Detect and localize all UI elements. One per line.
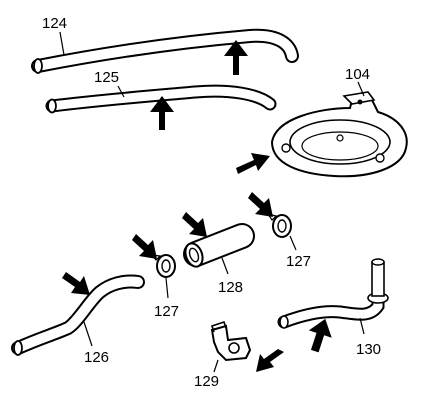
arrow-icon-127-left xyxy=(132,234,157,259)
leader-125 xyxy=(117,85,125,98)
hose-125 xyxy=(45,84,277,114)
arrow-icon-127-right xyxy=(248,192,273,217)
housing-104 xyxy=(270,91,408,178)
leader-129 xyxy=(213,359,219,373)
label-127-left: 127 xyxy=(154,303,179,320)
leader-127-left xyxy=(165,277,169,299)
arrow-icon-128 xyxy=(182,212,207,237)
label-126: 126 xyxy=(84,349,109,366)
arrow-icon-126 xyxy=(62,272,90,295)
hose-124 xyxy=(31,28,299,74)
clamp-127-right xyxy=(266,213,292,238)
label-130: 130 xyxy=(356,341,381,358)
leader-128 xyxy=(221,257,229,275)
label-127-right: 127 xyxy=(286,253,311,270)
arrow-icon-124 xyxy=(224,40,248,75)
pipe-130 xyxy=(277,258,389,329)
leader-127-right xyxy=(289,235,297,251)
arrow-icon-129 xyxy=(256,349,284,372)
leader-104 xyxy=(357,81,365,97)
label-124: 124 xyxy=(42,15,67,32)
tube-128 xyxy=(183,223,255,268)
leader-130 xyxy=(359,317,365,335)
label-128: 128 xyxy=(218,279,243,296)
label-104: 104 xyxy=(345,66,370,83)
arrow-icon-130 xyxy=(308,318,332,353)
label-125: 125 xyxy=(94,69,119,86)
arrow-icon-125 xyxy=(150,96,174,130)
leader-126 xyxy=(83,321,93,347)
label-129: 129 xyxy=(194,373,219,390)
bracket-129 xyxy=(210,320,252,362)
arrow-icon-104 xyxy=(236,153,270,174)
hose-126 xyxy=(11,274,145,356)
leader-124 xyxy=(59,31,65,56)
